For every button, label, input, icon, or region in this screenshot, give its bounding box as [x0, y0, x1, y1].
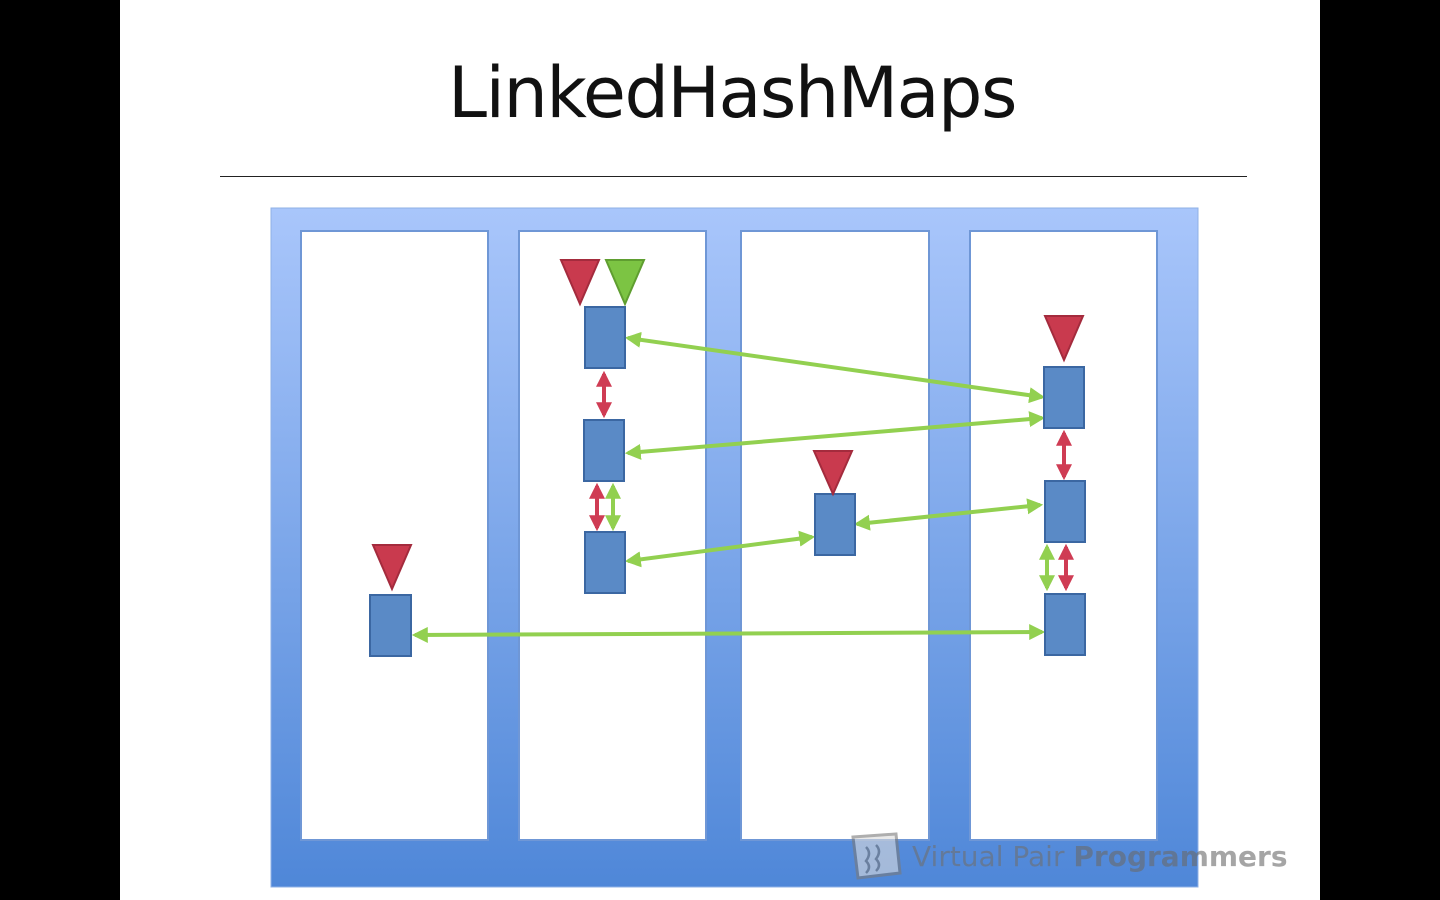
order-link-f-d: [624, 530, 816, 568]
entry-node: [1043, 366, 1085, 429]
red-down-triangle-icon: [371, 544, 413, 592]
title-divider: [220, 176, 1247, 177]
order-link-g-h: [411, 624, 1046, 643]
entry-node: [584, 306, 626, 369]
watermark-brand-light: Virtual Pair: [912, 839, 1074, 873]
entry-node: [1044, 593, 1086, 656]
entry-node: [583, 419, 625, 482]
red-down-triangle-icon: [812, 450, 854, 497]
slide: LinkedHashMaps: [120, 0, 1320, 900]
bucket-0: [300, 230, 489, 841]
green-down-triangle-icon: [604, 259, 646, 307]
slide-title: LinkedHashMaps: [448, 52, 1017, 134]
order-link-b-c: [624, 411, 1046, 460]
red-down-triangle-icon: [559, 259, 601, 307]
watermark-brand-bold: Programmers: [1073, 839, 1288, 873]
linked-hashmap-diagram: [270, 207, 1199, 888]
entry-node: [814, 493, 856, 556]
watermark-text: Virtual Pair Programmers: [912, 840, 1288, 873]
entry-node: [584, 531, 626, 594]
watermark: Virtual Pair Programmers: [850, 828, 1288, 884]
entry-node: [1044, 480, 1086, 543]
order-link-a-b: [624, 331, 1046, 404]
vpp-logo-icon: [851, 832, 902, 880]
entry-node: [369, 594, 412, 657]
order-link-d-e: [853, 498, 1044, 531]
red-down-triangle-icon: [1043, 315, 1085, 363]
